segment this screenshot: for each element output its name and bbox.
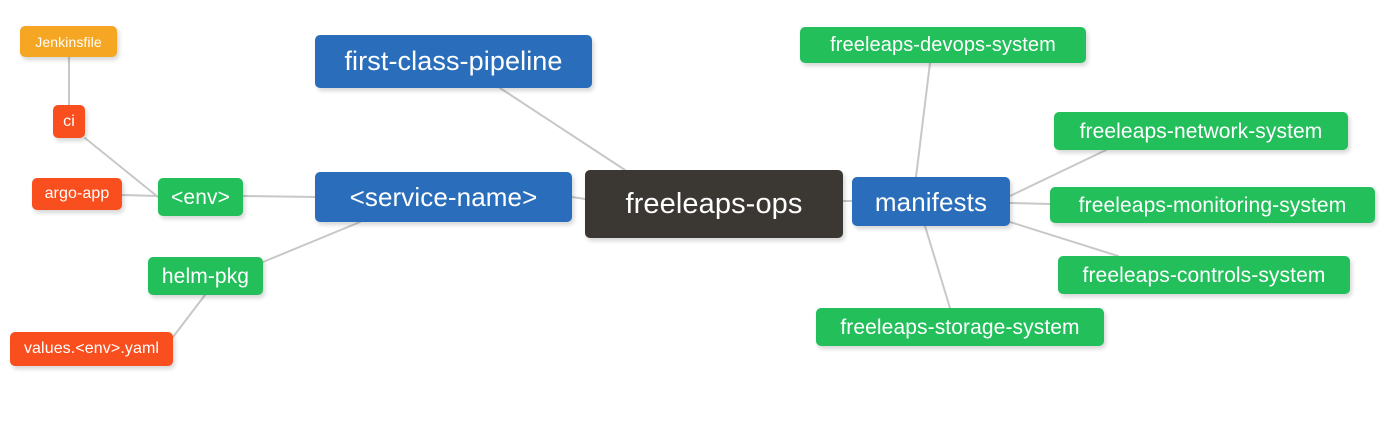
node-label-values-yaml: values.<env>.yaml — [23, 340, 160, 357]
node-label-service-name: <service-name> — [349, 182, 538, 212]
node-network-system[interactable]: freeleaps-network-system — [1054, 112, 1348, 150]
node-label-network-system: freeleaps-network-system — [1079, 119, 1323, 143]
edge-env-to-service-name — [242, 195, 316, 198]
edge-manifests-to-storage-system — [924, 225, 951, 309]
edge-helm-pkg-to-service-name — [262, 221, 361, 263]
node-devops-system[interactable]: freeleaps-devops-system — [800, 27, 1086, 63]
edge-manifests-to-controls-system — [1009, 221, 1119, 257]
node-label-env: <env> — [171, 185, 230, 209]
edge-values-yaml-to-helm-pkg — [172, 294, 206, 338]
node-jenkinsfile[interactable]: Jenkinsfile — [20, 26, 117, 57]
node-env[interactable]: <env> — [158, 178, 243, 216]
edge-manifests-to-devops-system — [915, 62, 931, 178]
node-manifests[interactable]: manifests — [852, 177, 1010, 226]
node-label-monitoring-system: freeleaps-monitoring-system — [1078, 193, 1347, 217]
node-ci[interactable]: ci — [53, 105, 85, 138]
node-label-storage-system: freeleaps-storage-system — [840, 315, 1080, 339]
node-controls-system[interactable]: freeleaps-controls-system — [1058, 256, 1350, 294]
node-values-yaml[interactable]: values.<env>.yaml — [10, 332, 173, 366]
node-label-first-class-pipeline: first-class-pipeline — [344, 46, 563, 76]
node-first-class-pipeline[interactable]: first-class-pipeline — [315, 35, 592, 88]
edge-manifests-to-monitoring-system — [1009, 202, 1051, 205]
node-monitoring-system[interactable]: freeleaps-monitoring-system — [1050, 187, 1375, 223]
node-label-manifests: manifests — [874, 186, 988, 217]
node-label-root: freeleaps-ops — [625, 187, 803, 220]
node-label-devops-system: freeleaps-devops-system — [830, 34, 1056, 56]
edge-argo-app-to-env — [121, 194, 159, 197]
node-label-controls-system: freeleaps-controls-system — [1082, 263, 1326, 287]
node-root[interactable]: freeleaps-ops — [585, 170, 843, 238]
node-label-ci: ci — [63, 112, 75, 130]
node-storage-system[interactable]: freeleaps-storage-system — [816, 308, 1104, 346]
node-label-helm-pkg: helm-pkg — [161, 264, 250, 288]
node-argo-app[interactable]: argo-app — [32, 178, 122, 210]
node-label-jenkinsfile: Jenkinsfile — [35, 33, 102, 50]
edge-first-class-pipeline-to-root — [499, 87, 626, 171]
edge-service-name-to-root — [571, 196, 586, 200]
node-helm-pkg[interactable]: helm-pkg — [148, 257, 263, 295]
node-label-argo-app: argo-app — [44, 185, 110, 202]
node-service-name[interactable]: <service-name> — [315, 172, 572, 222]
